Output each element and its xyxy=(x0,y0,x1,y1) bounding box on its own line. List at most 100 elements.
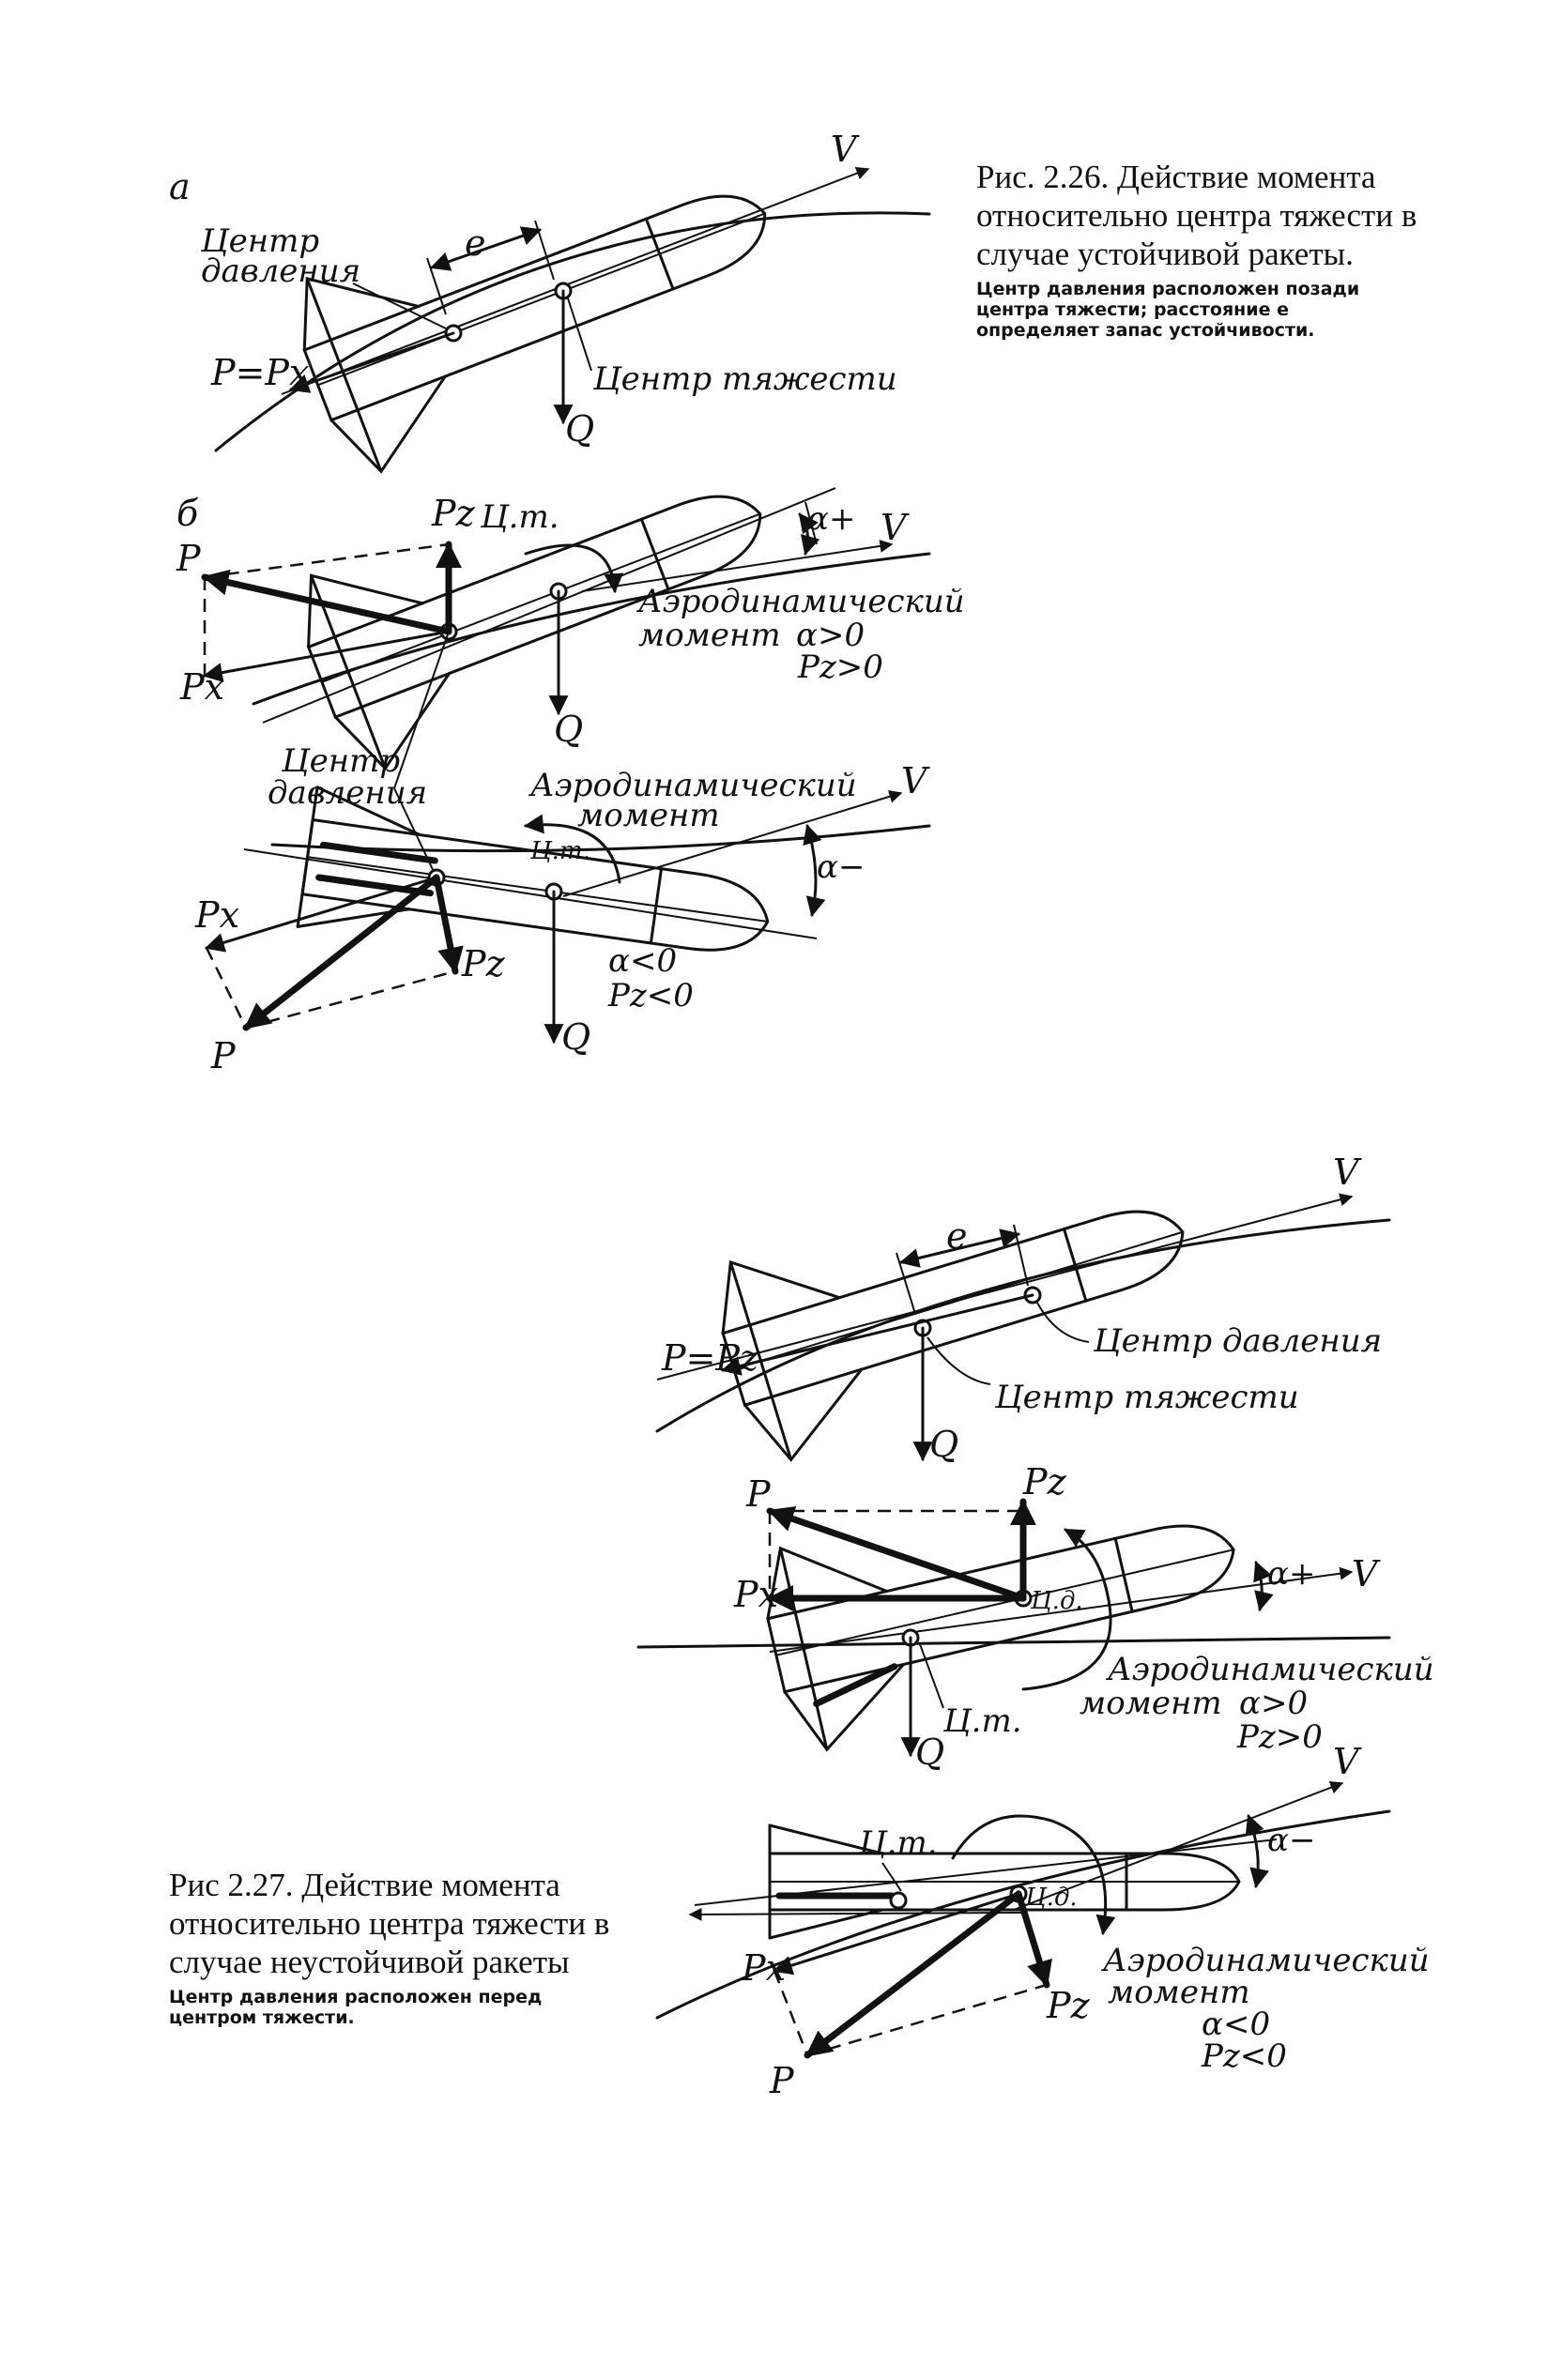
aero-moment-label-1: Аэродинамический xyxy=(528,767,857,804)
alpha-plus-arc xyxy=(1253,1561,1274,1612)
v-label: V xyxy=(1352,1553,1381,1594)
cond-pz-pos: Pz>0 xyxy=(1236,1718,1323,1756)
fig26-panel-a: a Центр давления e V P=Px Центр тяжести … xyxy=(169,129,931,474)
pz-label: Pz xyxy=(431,493,476,534)
velocity-axis xyxy=(581,539,894,592)
fig27-caption: Рис 2.27. Действие момента относительно … xyxy=(169,1866,620,2028)
longitudinal-axis-arrow xyxy=(688,1907,1024,1921)
px-label: Px xyxy=(741,1947,786,1989)
cond-pz-neg: Pz<0 xyxy=(1201,2037,1287,2075)
px-force-arrow xyxy=(202,630,451,682)
aero-moment-label-2: момент xyxy=(638,617,781,654)
aero-moment-label-2: момент xyxy=(1080,1685,1222,1722)
q-label: Q xyxy=(561,1016,590,1058)
rocket-body xyxy=(721,1210,1185,1462)
aero-moment-label-1: Аэродинамический xyxy=(1101,1942,1430,1979)
fig27-caption-title: Рис 2.27. Действие момента относительно … xyxy=(169,1867,610,1980)
v-label: V xyxy=(901,760,930,801)
v-label: V xyxy=(1333,1741,1362,1782)
q-label: Q xyxy=(565,408,594,450)
px-label: Px xyxy=(194,894,239,936)
center-pressure-label-1: Центр xyxy=(200,222,319,260)
resultant-force-arrow xyxy=(804,1890,1022,2059)
alpha-minus-arc xyxy=(1245,1814,1269,1889)
p-label: P xyxy=(210,1035,237,1076)
aero-moment-arc xyxy=(523,814,621,884)
pz-label: Pz xyxy=(461,943,506,984)
dimension-e xyxy=(898,1228,1021,1268)
cg-short-label: Ц.т. xyxy=(942,1702,1022,1740)
center-of-gravity-point xyxy=(889,1891,908,1910)
velocity-axis xyxy=(1013,1781,1344,1911)
center-pressure-label: Центр давления xyxy=(1093,1322,1382,1360)
fig26-caption-title: Рис. 2.26. Действие момента относительно… xyxy=(976,159,1417,272)
fig27-panel-b-lower: Ц.т. Ц.д. V α− Аэродинамический момент α… xyxy=(655,1741,1430,2101)
aero-moment-label-1: Аэродинамический xyxy=(636,583,965,620)
alpha-plus-label: α+ xyxy=(807,500,855,538)
center-gravity-label: Центр тяжести xyxy=(592,360,897,398)
alpha-minus-label: α− xyxy=(1267,1822,1315,1859)
alpha-plus-label: α+ xyxy=(1267,1555,1315,1593)
force-arrow xyxy=(720,1293,1034,1376)
cond-alpha-pos: α>0 xyxy=(1239,1685,1308,1722)
pz-label: Pz xyxy=(1046,1985,1091,2026)
px-label: Px xyxy=(179,666,224,708)
aero-moment-label-2: момент xyxy=(1108,1974,1250,2011)
cond-alpha-neg: α<0 xyxy=(1202,2006,1270,2043)
fig27-panel-a: e V P=Pz Центр давления Центр тяжести Q xyxy=(655,1152,1391,1465)
center-pressure-label-1: Центр xyxy=(281,742,400,780)
cp-short-label: Ц.д. xyxy=(1030,1587,1083,1615)
fig26-caption: Рис. 2.26. Действие момента относительно… xyxy=(976,158,1417,341)
fig27-caption-note: Центр давления расположен перед центром … xyxy=(169,1987,543,2028)
cond-alpha-pos: α>0 xyxy=(796,617,865,654)
p-eq-px-label: P=Px xyxy=(210,352,309,393)
alpha-plus-arc xyxy=(798,512,820,557)
pz-force-arrow xyxy=(433,874,464,975)
velocity-axis xyxy=(281,166,870,395)
p-eq-pz-label: P=Pz xyxy=(661,1337,759,1379)
center-gravity-label: Центр тяжести xyxy=(994,1379,1299,1416)
panel-b-letter: б xyxy=(176,493,199,534)
rocket-body xyxy=(766,1524,1235,1752)
cp-short-label: Ц.д. xyxy=(1024,1884,1078,1912)
velocity-axis xyxy=(656,1193,1354,1381)
v-label: V xyxy=(1333,1152,1362,1193)
p-label: P xyxy=(745,1473,772,1515)
v-label: V xyxy=(831,129,860,170)
fig26-caption-note: Центр давления расположен позади центра … xyxy=(976,279,1360,341)
px-force-arrow xyxy=(204,876,438,953)
cg-short-label: Ц.т. xyxy=(529,837,590,865)
cg-short-label: Ц.т. xyxy=(480,498,559,536)
rocket-body xyxy=(306,495,762,771)
resultant-force-arrow xyxy=(242,874,440,1031)
e-label: e xyxy=(465,222,486,264)
resultant-force-arrow xyxy=(766,1505,1027,1602)
rocket-body xyxy=(302,194,767,474)
fig27-panel-b-upper: P Pz Px Ц.д. α+ V Аэродинамический момен… xyxy=(636,1461,1434,1773)
cg-short-label: Ц.т. xyxy=(858,1824,938,1862)
center-pressure-label-2: давления xyxy=(201,252,360,290)
panel-a-letter: a xyxy=(169,166,191,207)
q-label: Q xyxy=(915,1732,944,1773)
e-label: e xyxy=(946,1215,968,1257)
fig26-panel-b-lower: Аэродинамический момент V Ц.т. α− Px Pz … xyxy=(194,760,931,1076)
rocket-body xyxy=(296,786,770,952)
center-pressure-label-2: давления xyxy=(268,774,427,812)
rocket-body xyxy=(768,1823,1241,1940)
fig26-center-pressure-callout: Центр давления xyxy=(268,631,450,878)
p-label: P xyxy=(769,2060,795,2101)
alpha-minus-label: α− xyxy=(817,848,865,886)
drag-force-arrow xyxy=(289,331,455,393)
dimension-e xyxy=(430,226,542,271)
pz-label: Pz xyxy=(1022,1461,1067,1503)
cond-pz-neg: Pz<0 xyxy=(607,977,694,1015)
aero-moment-arc xyxy=(524,543,624,594)
fig26-panel-b-upper: б P Pz Px Ц.т. α+ V Аэродинамический мом… xyxy=(176,487,965,771)
resultant-force-arrow xyxy=(201,569,452,635)
aero-moment-arc xyxy=(1021,1528,1112,1691)
aero-moment-label-1: Аэродинамический xyxy=(1106,1651,1434,1688)
alpha-minus-arc xyxy=(803,823,826,918)
p-label: P xyxy=(176,538,202,579)
